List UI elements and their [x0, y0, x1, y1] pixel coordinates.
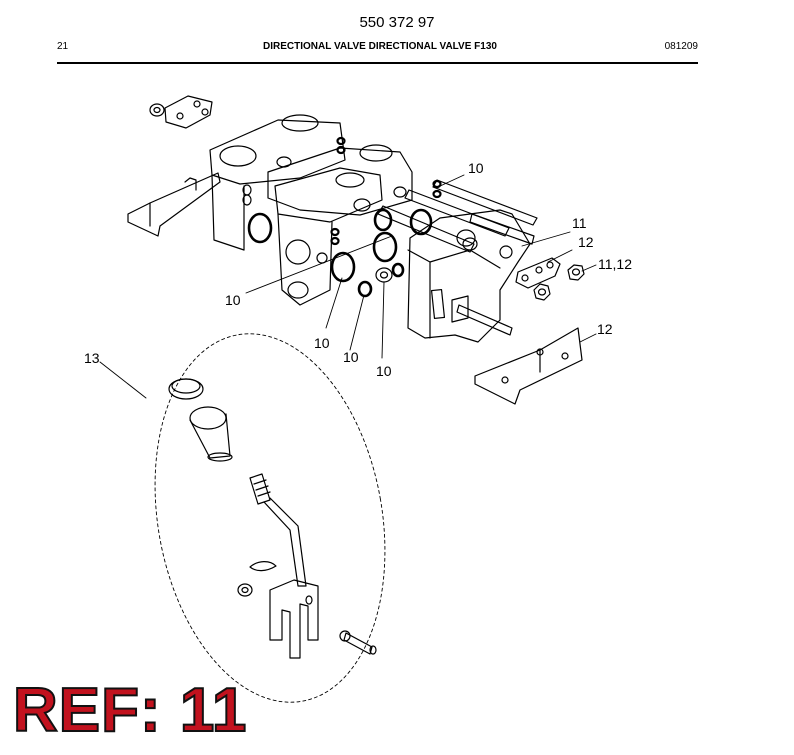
valve-section-rear	[209, 114, 346, 251]
valve-section-front	[242, 167, 383, 306]
knob-cap	[168, 378, 204, 400]
end-cover	[407, 209, 531, 343]
callout-label: 12	[597, 321, 613, 337]
flange-plate	[149, 95, 213, 129]
valve-section-middle	[267, 144, 413, 216]
callout-label: 12	[578, 234, 594, 250]
callout-label: 10	[314, 335, 330, 351]
hex-nut	[567, 264, 585, 281]
lever-fork	[269, 579, 319, 659]
date-code: 081209	[664, 41, 698, 52]
page-number: 21	[57, 41, 69, 52]
leader-lines	[99, 174, 597, 399]
seal-washer	[375, 267, 393, 283]
callout-label: 10	[343, 349, 359, 365]
lever-knob	[189, 406, 233, 462]
callout-label: 11,12	[598, 256, 632, 272]
lock-nut	[533, 283, 551, 301]
small-o-rings	[330, 136, 442, 246]
callout-label: 10	[468, 160, 484, 176]
callout-label: 13	[84, 350, 100, 366]
washer	[237, 583, 253, 597]
header-rule	[57, 62, 698, 64]
page-title: DIRECTIONAL VALVE DIRECTIONAL VALVE F130	[263, 41, 497, 52]
right-flange-plate	[515, 257, 561, 289]
reference-label: REF: 11	[12, 676, 248, 745]
lever-kit-boundary	[154, 333, 386, 703]
retaining-clip	[249, 561, 277, 572]
right-mounting-bracket	[474, 327, 583, 405]
callout-label: 11	[572, 215, 587, 231]
left-mounting-bracket	[127, 172, 221, 237]
callout-label: 10	[376, 363, 392, 379]
document-number: 550 372 97	[359, 14, 435, 31]
clevis-pin	[339, 630, 377, 655]
lever-rod	[249, 473, 307, 587]
callout-label: 10	[225, 292, 241, 308]
